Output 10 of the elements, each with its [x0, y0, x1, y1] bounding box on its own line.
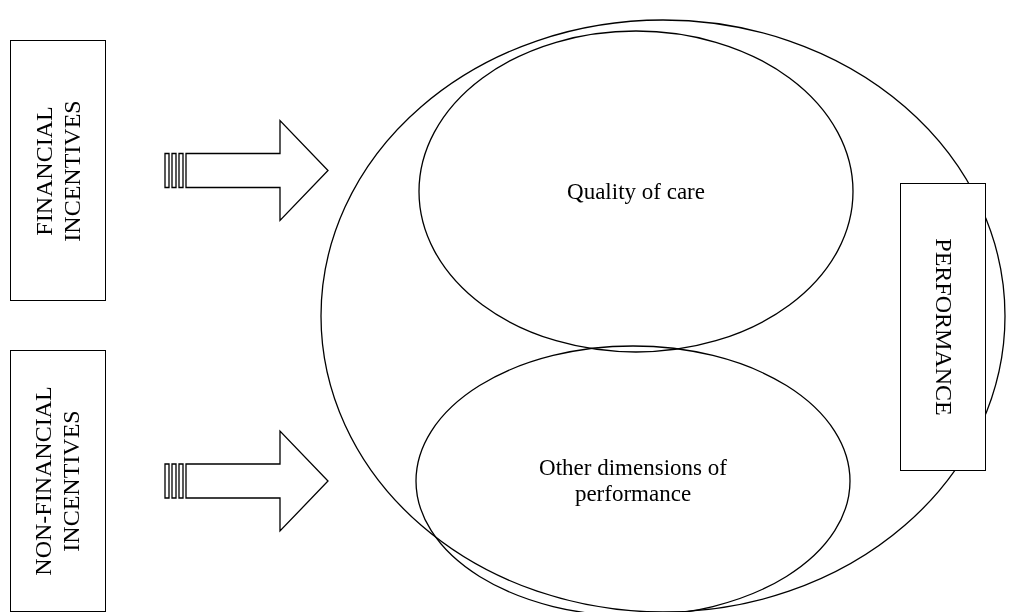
block-arrow: [164, 118, 329, 223]
rotated-label: FINANCIAL INCENTIVES: [29, 98, 85, 244]
block-arrow: [164, 429, 329, 533]
label-box: [10, 350, 106, 612]
ellipse-node: [418, 30, 854, 353]
label-box: [10, 40, 106, 301]
ellipse-label: Quality of care: [566, 178, 706, 205]
rotated-label: PERFORMANCE: [929, 237, 958, 418]
ellipse-label: Other dimensions of performance: [538, 454, 728, 508]
rotated-label: NON-FINANCIAL INCENTIVES: [29, 385, 85, 578]
